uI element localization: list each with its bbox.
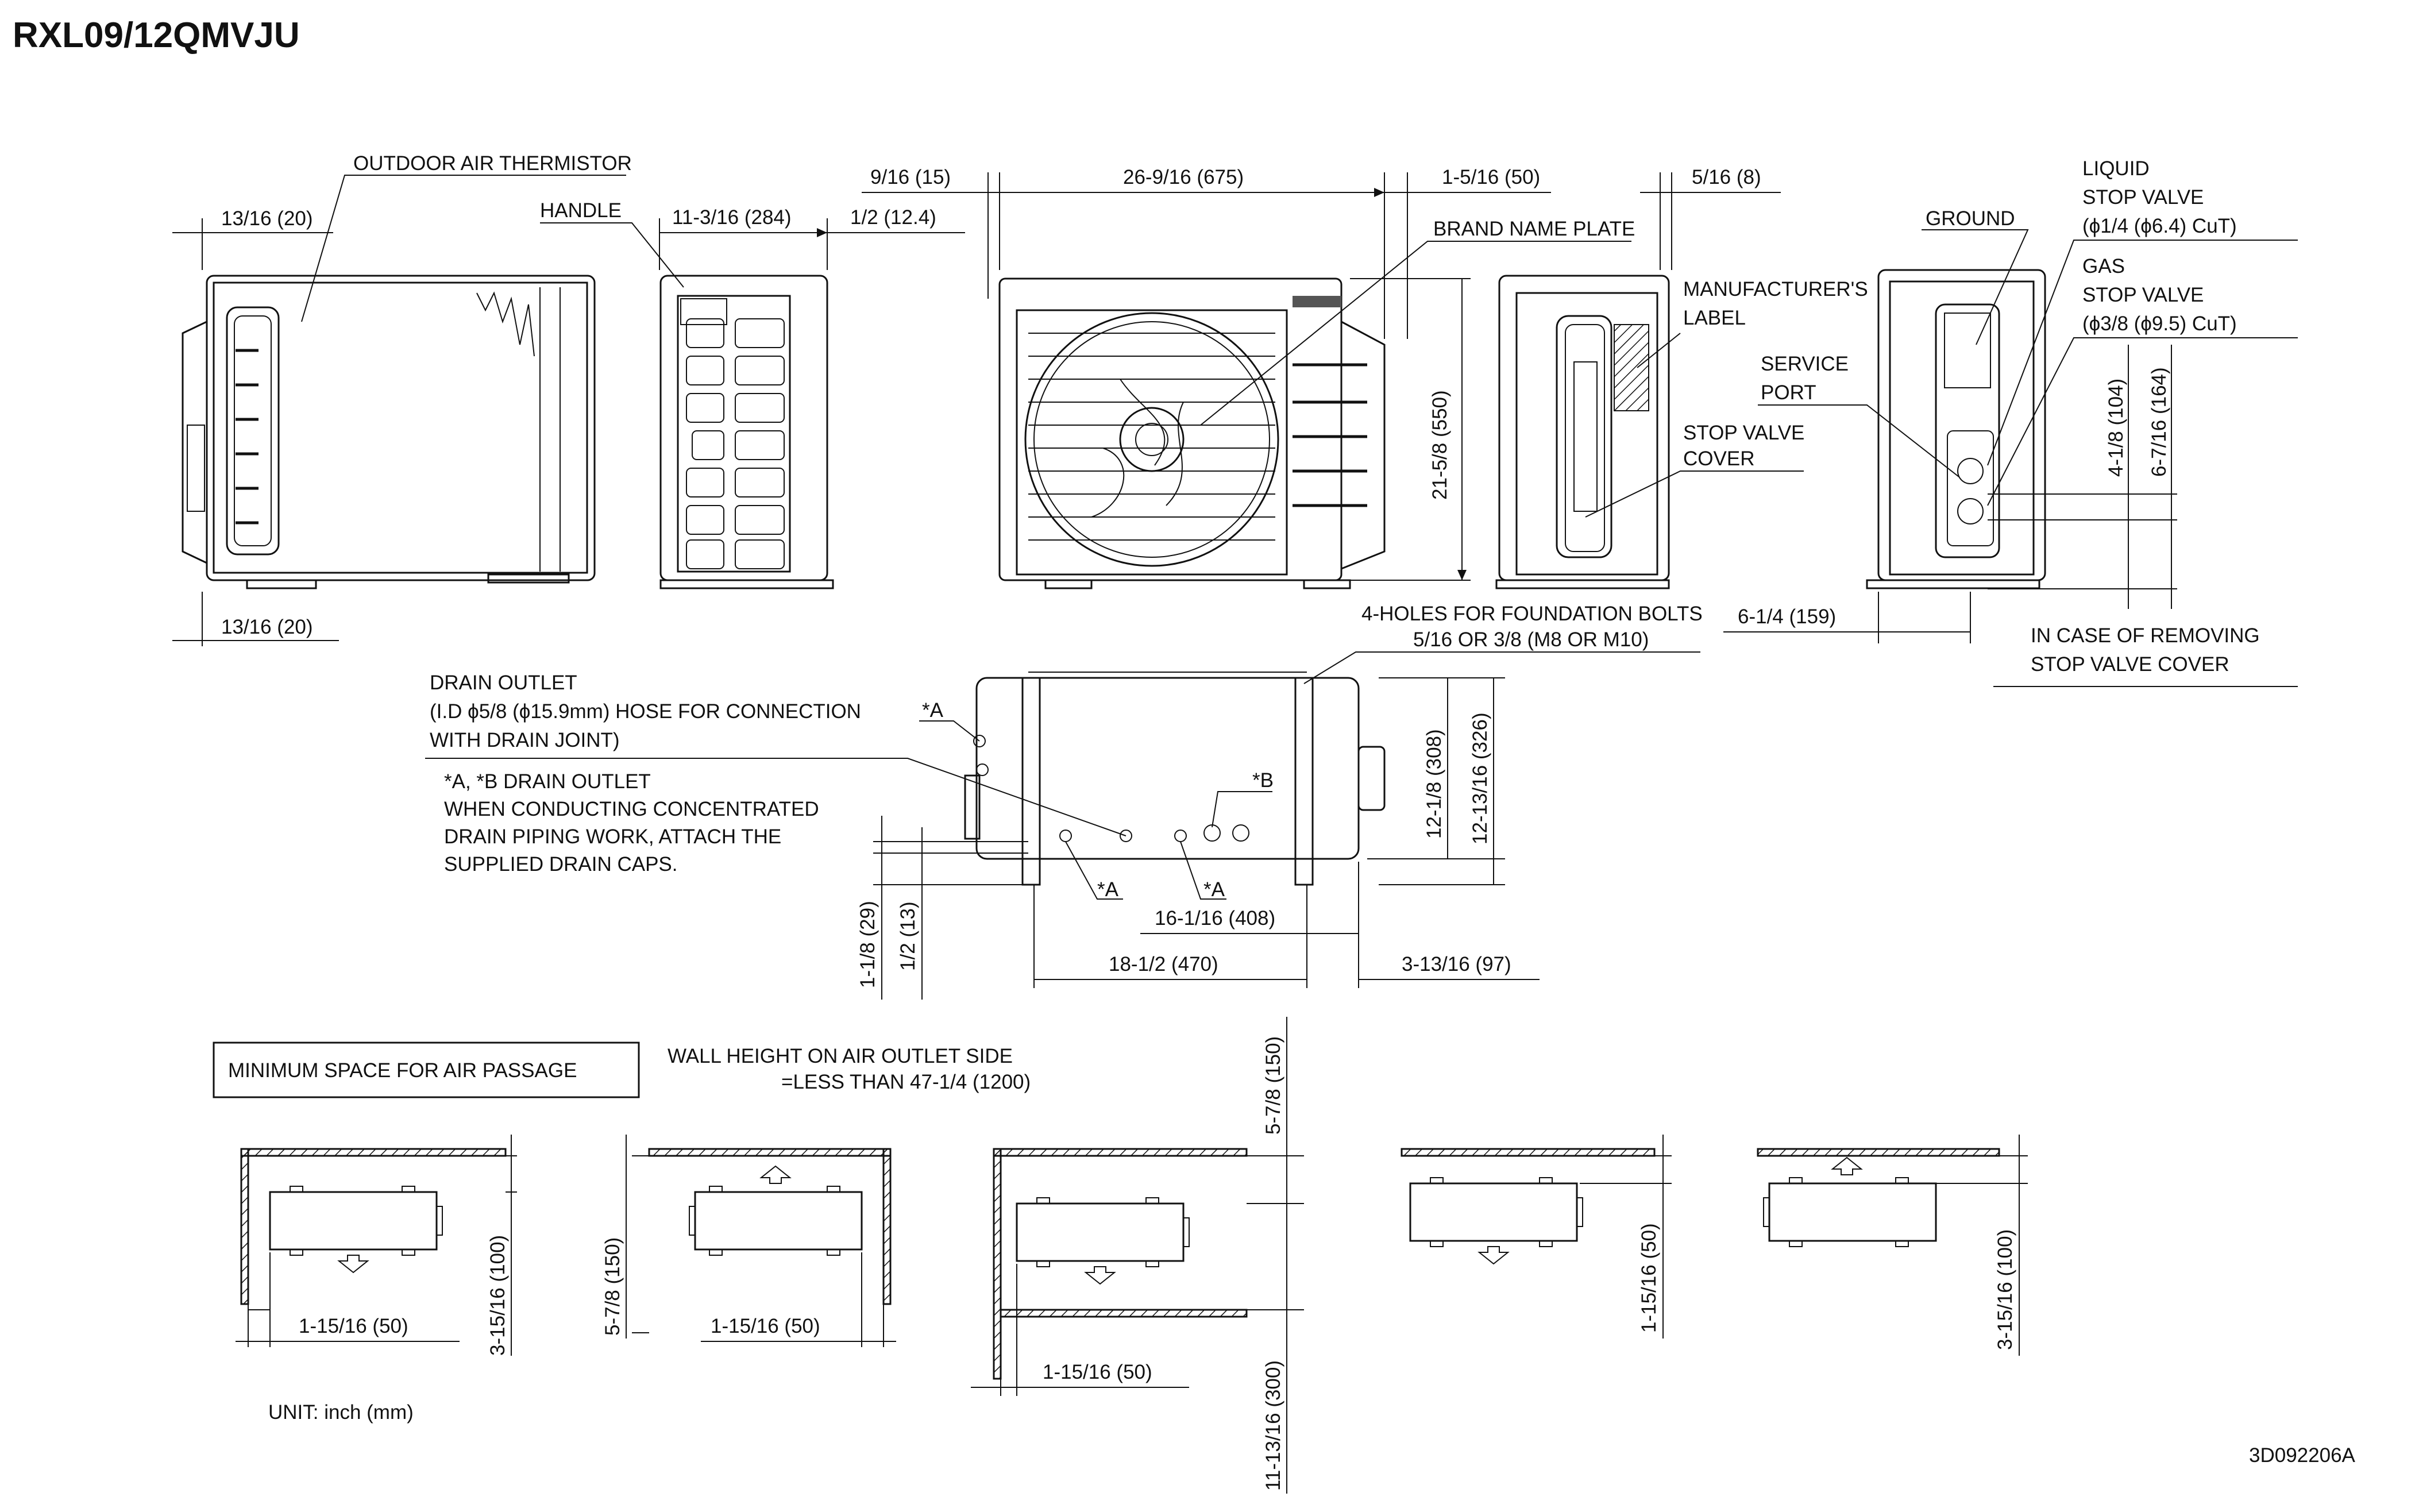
svg-text:3-13/16 (97): 3-13/16 (97) [1402,953,1511,975]
label-foundation-bolts-1: 4-HOLES FOR FOUNDATION BOLTS [1361,603,1703,625]
svg-text:16-1/16 (408): 16-1/16 (408) [1155,907,1275,929]
label-manufacturers-1: MANUFACTURER'S [1683,278,1868,300]
label-gas-2: STOP VALVE [2082,284,2204,306]
label-drain-outlet-1: DRAIN OUTLET [430,672,577,694]
svg-text:5-7/8 (150): 5-7/8 (150) [1262,1036,1284,1135]
label-liquid-2: STOP VALVE [2082,186,2204,209]
svg-text:1-1/8 (29): 1-1/8 (29) [857,901,879,988]
model-title: RXL09/12QMVJU [13,16,300,55]
svg-text:12-13/16 (326): 12-13/16 (326) [1469,712,1491,844]
doc-number: 3D092206A [2249,1444,2356,1467]
label-stop-valve-cover-1: STOP VALVE [1683,422,1804,444]
label-ground: GROUND [1926,207,2015,230]
svg-text:26-9/16 (675): 26-9/16 (675) [1123,166,1244,188]
label-gas-3: (ϕ3/8 (ϕ9.5) CuT) [2082,313,2237,335]
right-side-view [1495,275,1670,589]
label-wall-height-1: WALL HEIGHT ON AIR OUTLET SIDE [668,1045,1013,1067]
label-min-space: MINIMUM SPACE FOR AIR PASSAGE [228,1059,577,1082]
dim-right-view: 5/16 (8) MANUFACTURER'S LABEL STOP VALVE… [1303,166,1868,684]
space-layout-3: 1-15/16 (50) 5-7/8 (150) 11-13/16 (300) [971,1017,1304,1494]
label-removing-1: IN CASE OF REMOVING [2031,624,2260,647]
label-service-port-2: PORT [1761,381,1816,404]
label-outdoor-air-thermistor: OUTDOOR AIR THERMISTOR [353,152,632,175]
label-wall-height-2: =LESS THAN 47-1/4 (1200) [781,1071,1031,1093]
svg-text:11-3/16 (284): 11-3/16 (284) [672,206,792,229]
svg-text:9/16 (15): 9/16 (15) [870,166,951,188]
space-layout-1: 1-15/16 (50) 3-15/16 (100) [236,1135,517,1356]
label-handle: HANDLE [540,199,622,222]
label-liquid-1: LIQUID [2082,157,2150,180]
svg-text:18-1/2 (470): 18-1/2 (470) [1109,953,1218,975]
svg-text:1-15/16 (50): 1-15/16 (50) [299,1315,408,1337]
space-layout-5: 3-15/16 (100) [1757,1135,2028,1356]
label-removing-2: STOP VALVE COVER [2031,653,2229,676]
svg-text:1-15/16 (50): 1-15/16 (50) [711,1315,820,1337]
label-gas-1: GAS [2082,255,2125,277]
svg-text:1/2 (12.4): 1/2 (12.4) [850,206,936,229]
label-drain-outlet-3: WITH DRAIN JOINT) [430,729,620,751]
svg-text:1/2 (13): 1/2 (13) [897,901,919,971]
svg-text:5/16 (8): 5/16 (8) [1692,166,1761,188]
label-drain-ab-2: WHEN CONDUCTING CONCENTRATED [444,798,819,820]
svg-text:1-15/16 (50): 1-15/16 (50) [1043,1361,1152,1383]
svg-text:3-15/16 (100): 3-15/16 (100) [487,1235,509,1356]
label-drain-ab-3: DRAIN PIPING WORK, ATTACH THE [444,826,781,848]
svg-text:5-7/8 (150): 5-7/8 (150) [601,1237,624,1336]
label-service-port-1: SERVICE [1761,353,1849,375]
mark-b: *B [1252,769,1274,792]
label-drain-ab-1: *A, *B DRAIN OUTLET [444,770,651,793]
svg-text:1-15/16 (50): 1-15/16 (50) [1638,1223,1660,1333]
svg-text:21-5/8 (550): 21-5/8 (550) [1429,390,1451,500]
svg-text:6-7/16 (164): 6-7/16 (164) [2148,367,2170,477]
back-view [659,275,834,589]
label-foundation-bolts-2: 5/16 OR 3/8 (M8 OR M10) [1413,628,1649,651]
svg-text:12-1/8 (308): 12-1/8 (308) [1423,729,1445,839]
dim-bottom-view: *A *B *A *A 16-1/16 (408) 18-1/2 (470) 3… [857,677,1540,1000]
label-brand-name-plate: BRAND NAME PLATE [1433,218,1635,240]
unit-note: UNIT: inch (mm) [268,1401,414,1424]
label-manufacturers-2: LABEL [1683,307,1746,329]
label-drain-ab-4: SUPPLIED DRAIN CAPS. [444,853,678,875]
front-view [998,277,1386,589]
bottom-view [964,672,1386,886]
label-stop-valve-cover-2: COVER [1683,448,1754,470]
stop-valve-view [1866,269,2046,589]
mark-a-bottom-2: *A [1203,878,1225,901]
svg-text:3-15/16 (100): 3-15/16 (100) [1994,1229,2016,1350]
svg-text:1-5/16 (50): 1-5/16 (50) [1442,166,1540,188]
dim-left-top: 13/16 (20) 13/16 (20) [172,207,339,646]
svg-text:6-1/4 (159): 6-1/4 (159) [1738,605,1836,628]
svg-text:4-1/8 (104): 4-1/8 (104) [2105,379,2127,477]
mark-a-bottom-1: *A [1097,878,1119,901]
dim-stop-valve-view: GROUND LIQUID STOP VALVE (ϕ1/4 (ϕ6.4) Cu… [1723,157,2298,687]
svg-text:13/16 (20): 13/16 (20) [221,207,313,230]
left-side-view [182,275,596,589]
dim-front-view: 9/16 (15) 26-9/16 (675) 1-5/16 (50) BRAN… [862,166,1635,581]
space-layout-2: 5-7/8 (150) 1-15/16 (50) [601,1135,896,1347]
dim-back-view: HANDLE 11-3/16 (284) 1/2 (12.4) [540,199,965,288]
drain-notes: DRAIN OUTLET (I.D ϕ5/8 (ϕ15.9mm) HOSE FO… [425,672,1127,875]
minimum-space-section: MINIMUM SPACE FOR AIR PASSAGE WALL HEIGH… [213,1042,1031,1098]
label-liquid-3: (ϕ1/4 (ϕ6.4) CuT) [2082,215,2237,237]
svg-text:11-13/16 (300): 11-13/16 (300) [1262,1360,1284,1491]
space-layout-4: 1-15/16 (50) [1401,1135,1672,1339]
svg-text:13/16 (20): 13/16 (20) [221,616,313,638]
label-drain-outlet-2: (I.D ϕ5/8 (ϕ15.9mm) HOSE FOR CONNECTION [430,700,861,723]
mark-a-left: *A [922,699,944,722]
